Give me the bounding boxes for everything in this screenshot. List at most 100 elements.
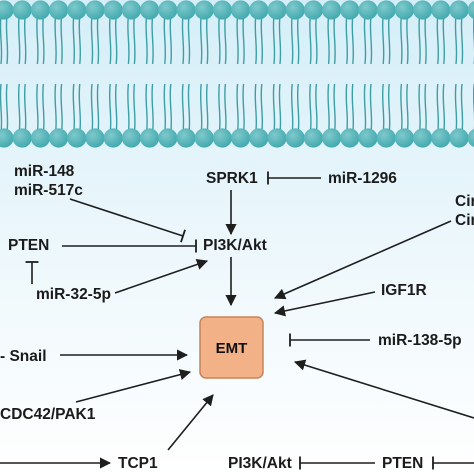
lipid-tail [133, 15, 136, 65]
lipid-tail [96, 15, 100, 65]
lipid-head [12, 0, 32, 20]
lipid-tail [260, 15, 264, 65]
lipid-head [394, 0, 414, 20]
lipid-head [267, 128, 287, 148]
lipid-tail [296, 83, 300, 133]
node-mir32-5p: miR-32-5p [36, 286, 111, 303]
lipid-tail [290, 15, 294, 65]
lipid-head [12, 128, 32, 148]
lipid-tail [363, 83, 367, 133]
lipid-head [394, 128, 414, 148]
lipid-tail [145, 15, 148, 65]
lipid-tail [254, 15, 258, 65]
lipid-tail [114, 15, 118, 65]
lipid-head [358, 0, 378, 20]
lipid-head [103, 0, 123, 20]
lipid-head [85, 0, 105, 20]
lipid-tail [381, 83, 385, 133]
lipid-head [322, 128, 342, 148]
lipid-tail [333, 15, 336, 65]
lipid-tail [36, 15, 39, 65]
lipid-tail [78, 83, 82, 133]
lipid-tail [163, 15, 167, 65]
lipid-tail [127, 83, 130, 133]
lipid-head [285, 0, 305, 20]
node-sprk1: SPRK1 [206, 170, 258, 187]
lipid-head [158, 128, 178, 148]
emt-label: EMT [216, 340, 248, 357]
lipid-tail [436, 83, 440, 133]
lipid-tail [60, 83, 63, 133]
lipid-tail [363, 15, 367, 65]
lipid-tail [424, 83, 427, 133]
lipid-tail [387, 83, 391, 133]
node-cdc42-pak1: CDC42/PAK1 [0, 406, 96, 423]
lipid-tail [199, 83, 203, 133]
lipid-tail [400, 83, 403, 133]
lipid-head [431, 128, 451, 148]
lipid-tail [23, 15, 27, 65]
node-igf1r: IGF1R [381, 282, 427, 299]
membrane-lipid-tails [0, 15, 474, 133]
lipid-tail [369, 15, 373, 65]
lipid-tail [17, 15, 21, 65]
lipid-tail [327, 15, 330, 65]
node-snail: - Snail [0, 348, 47, 365]
lipid-head [0, 0, 14, 20]
lipid-head [231, 128, 251, 148]
lipid-head [431, 0, 451, 20]
lipid-head [249, 0, 269, 20]
edge-offscreen_right-activate-emt [293, 359, 474, 419]
lipid-head [140, 128, 160, 148]
node-pi3k-akt-bottom: PI3K/Akt [228, 455, 292, 472]
lipid-head [449, 0, 469, 20]
lipid-head [176, 128, 196, 148]
lipid-head [158, 0, 178, 20]
lipid-tail [114, 83, 118, 133]
lipid-tail [181, 83, 185, 133]
node-tcp1: TCP1 [118, 455, 158, 472]
lipid-tail [42, 83, 45, 133]
lipid-tail [205, 15, 209, 65]
lipid-tail [442, 15, 446, 65]
lipid-tail [5, 15, 9, 65]
lipid-tail [205, 83, 209, 133]
edge-circ_b-activate-emt [273, 220, 452, 300]
edge-mir517c-inhibit-pi3k_top [69, 198, 184, 237]
lipid-tail [90, 15, 94, 65]
lipid-tail [387, 15, 391, 65]
membrane-top-heads [0, 0, 474, 20]
lipid-tail [54, 83, 57, 133]
lipid-tail [60, 15, 63, 65]
lipid-tail [345, 83, 349, 133]
lipid-tail [315, 83, 318, 133]
node-mir148: miR-148 [14, 163, 75, 180]
lipid-head [49, 128, 69, 148]
lipid-tail [163, 83, 167, 133]
lipid-head [449, 128, 469, 148]
lipid-tail [0, 15, 3, 65]
lipid-tail [72, 15, 76, 65]
lipid-head [413, 0, 433, 20]
lipid-tail [72, 83, 76, 133]
lipid-tail [133, 83, 136, 133]
lipid-tail [309, 83, 312, 133]
lipid-tail [108, 83, 112, 133]
lipid-head [212, 0, 232, 20]
lipid-tail [460, 15, 464, 65]
lipid-head [212, 128, 232, 148]
lipid-tail [278, 83, 282, 133]
lipid-head [67, 0, 87, 20]
lipid-tail [406, 83, 409, 133]
edge-igf1r-activate-emt [273, 291, 376, 317]
lipid-tail [345, 15, 349, 65]
lipid-tail [96, 83, 100, 133]
lipid-head [121, 0, 141, 20]
lipid-head [0, 128, 14, 148]
lipid-head [285, 128, 305, 148]
lipid-head [340, 128, 360, 148]
node-circ-a: Cir [455, 193, 474, 210]
lipid-tail [309, 15, 312, 65]
